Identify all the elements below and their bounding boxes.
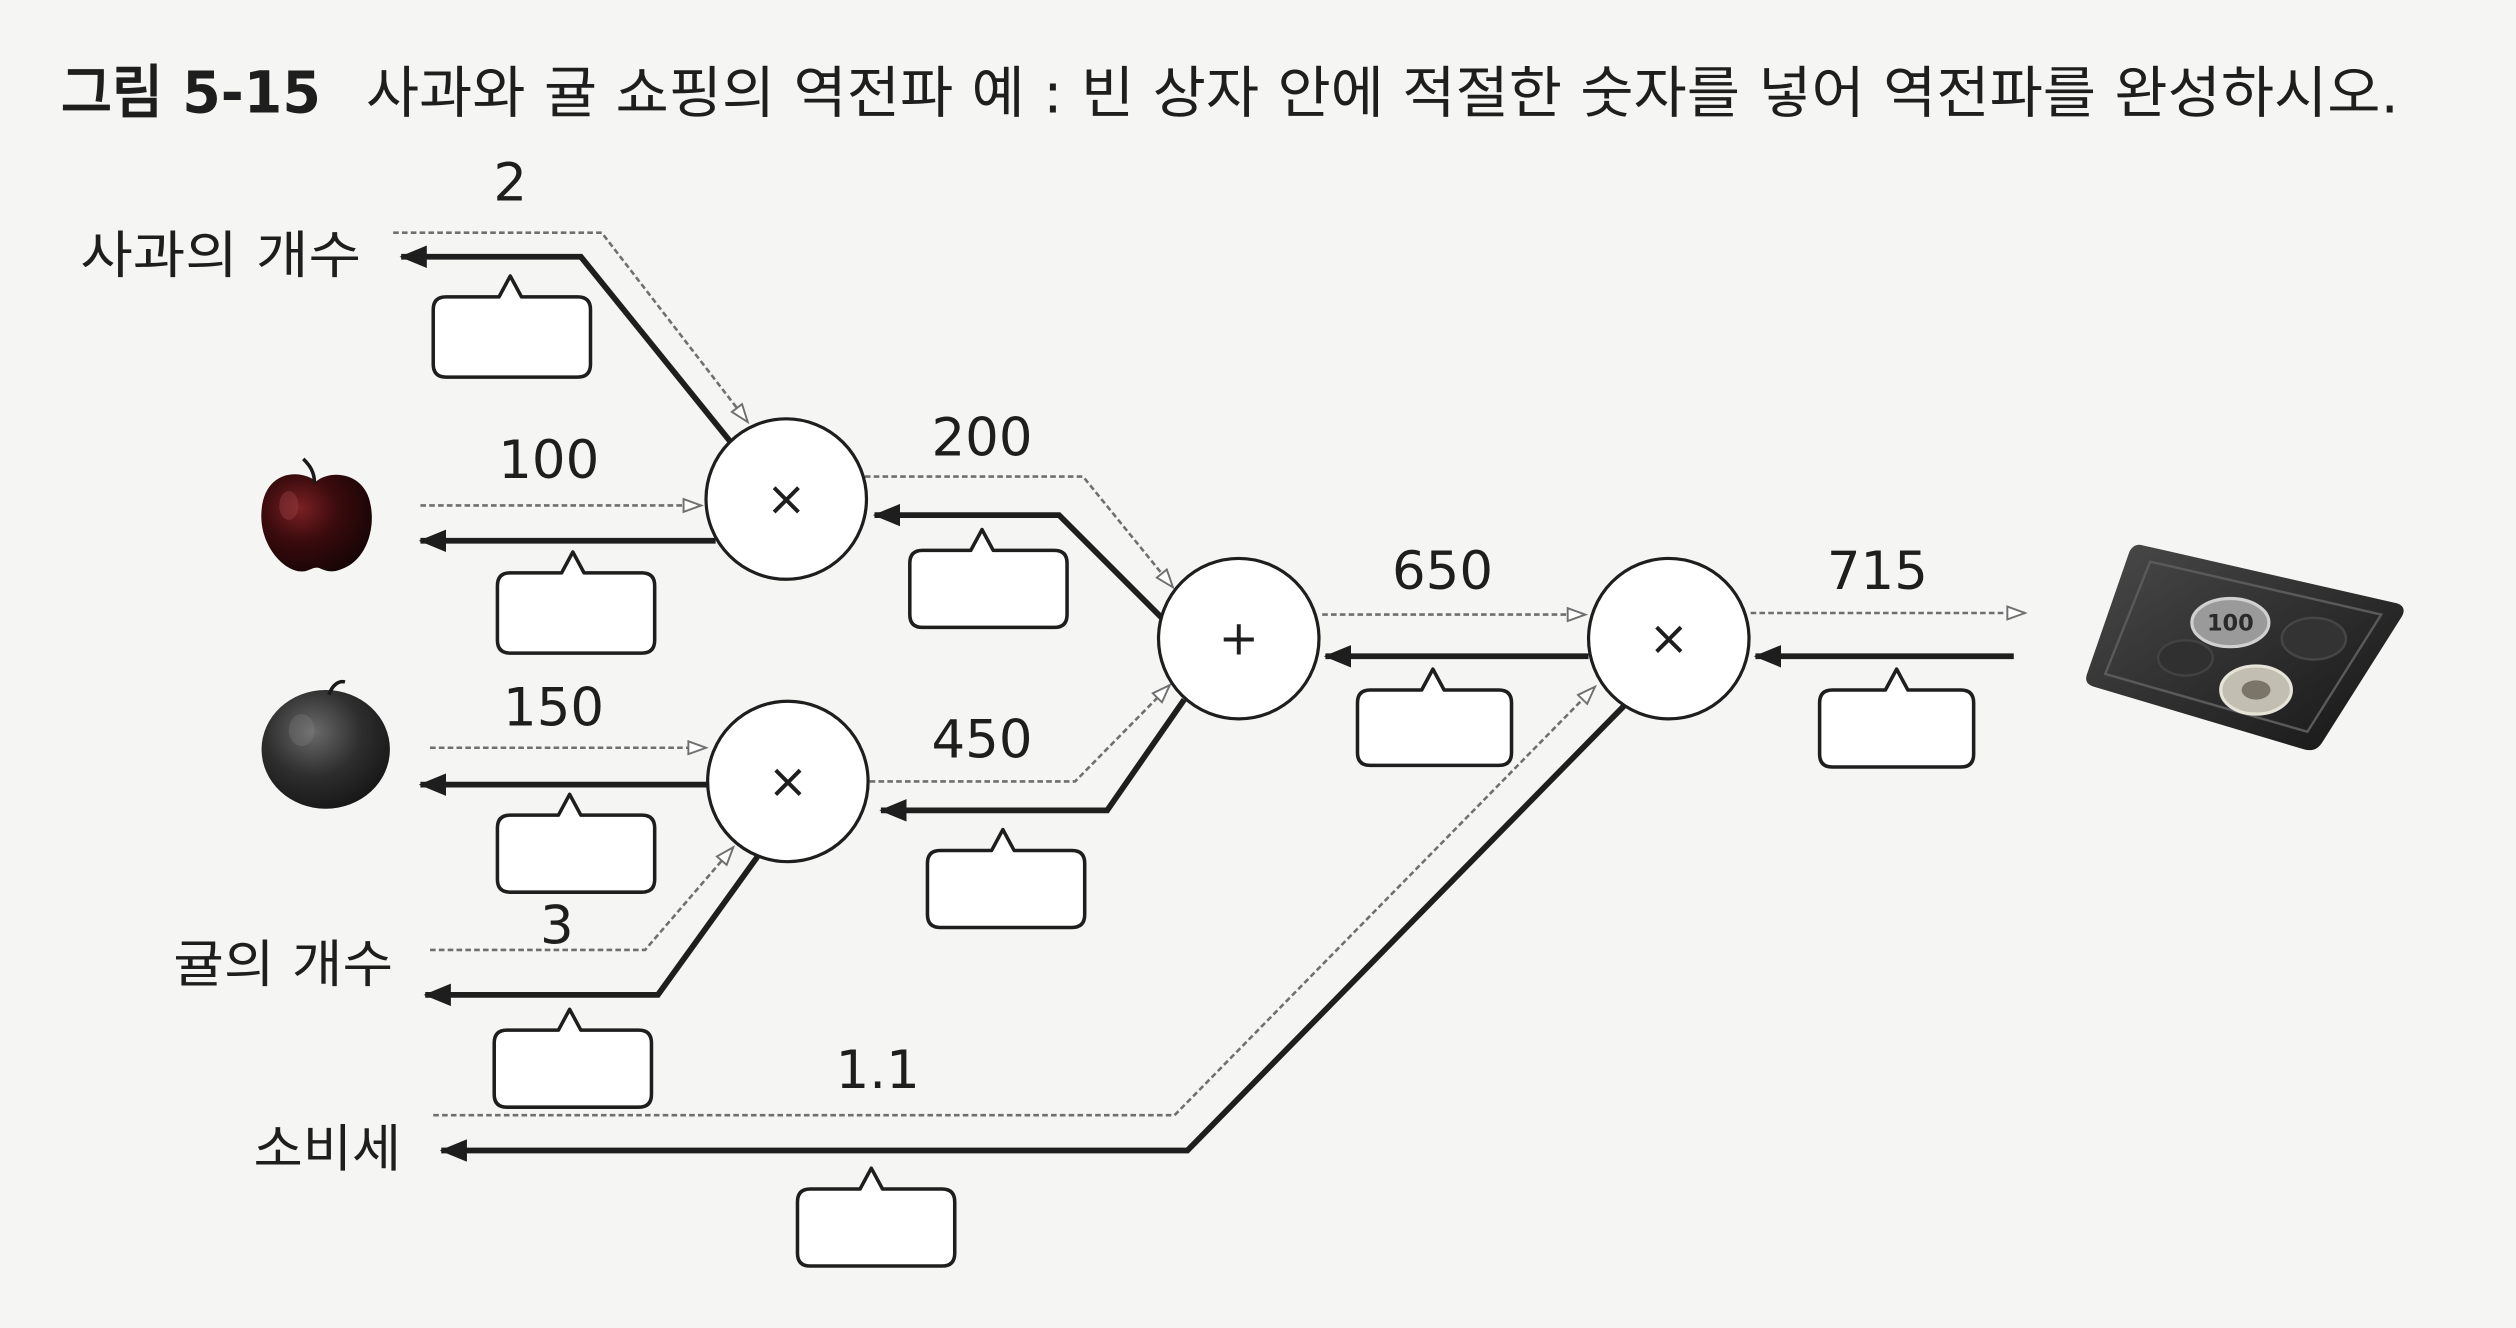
coin-label: 100 [2207, 611, 2254, 637]
coin-100 [2190, 596, 2271, 649]
orange-count-label: 귤의 개수 [173, 935, 393, 995]
backward-arrow-orange-count [423, 855, 760, 1007]
answer-box-orange-count [492, 1007, 654, 1109]
add-operator: + [1219, 611, 1259, 667]
value-total: 715 [1827, 541, 1928, 602]
answer-box-apple-subtotal [908, 527, 1069, 630]
figure-caption: 사과와 귤 쇼핑의 역전파 예 : 빈 상자 안에 적절한 숫자를 넣어 역전파… [366, 61, 2399, 126]
value-sum: 650 [1392, 541, 1493, 602]
value-tax: 1.1 [836, 1040, 920, 1101]
node-circle [704, 417, 869, 581]
value-apple-count: 2 [493, 153, 527, 214]
multiply-operator: × [1649, 611, 1689, 667]
answer-box-tax [795, 1166, 957, 1268]
add-node: + [1156, 556, 1321, 721]
backward-arrow-tax [439, 704, 1626, 1162]
value-orange-count: 3 [540, 896, 574, 957]
value-orange-price: 150 [503, 677, 604, 738]
apple-stem [302, 457, 317, 484]
backward-arrow-apple-count [399, 245, 733, 444]
node-circle [1586, 556, 1751, 721]
answer-box-orange-subtotal [925, 827, 1087, 930]
multiply-operator: × [766, 471, 806, 527]
apple-body [261, 474, 372, 572]
coin-faint [2280, 616, 2348, 661]
node-circle [1156, 556, 1321, 721]
apple-highlight [279, 491, 299, 520]
value-apple-subtotal: 200 [931, 408, 1032, 469]
apple-count-label: 사과의 개수 [80, 226, 361, 286]
multiply-node-tax: × [1586, 556, 1751, 721]
answer-box-apple-price [495, 550, 657, 655]
coin-gold-center [2241, 680, 2271, 700]
orange-highlight [288, 714, 315, 747]
apple-icon [261, 457, 372, 572]
value-orange-subtotal: 450 [931, 709, 1032, 770]
value-apple-price: 100 [498, 430, 599, 491]
coin-faint [2156, 639, 2214, 677]
forward-arrow-orange-subtotal [869, 683, 1172, 783]
coin-tray-icon: 100 [2086, 544, 2404, 751]
tray-rim [2103, 560, 2384, 734]
answer-box-apple-count [431, 274, 593, 379]
backward-arrow-orange-subtotal [879, 697, 1187, 822]
answer-box-orange-price [495, 792, 657, 894]
multiply-operator: × [768, 753, 808, 809]
multiply-node-apple: × [704, 417, 869, 581]
forward-arrow-orange-count [430, 845, 736, 952]
backward-arrow-apple-subtotal [872, 503, 1164, 620]
orange-stem [327, 679, 346, 696]
orange-body [261, 689, 390, 809]
figure-label: 그림 5-15 [61, 58, 321, 126]
forward-arrow-apple-subtotal [864, 475, 1175, 590]
multiply-node-orange: × [706, 699, 870, 864]
node-circle [706, 699, 870, 864]
forward-arrow-apple-count [393, 231, 750, 425]
orange-icon [261, 679, 390, 809]
tax-label: 소비세 [254, 1120, 402, 1180]
answer-box-total [1817, 667, 1976, 769]
answer-box-sum [1355, 667, 1514, 768]
tray-body [2086, 544, 2404, 751]
